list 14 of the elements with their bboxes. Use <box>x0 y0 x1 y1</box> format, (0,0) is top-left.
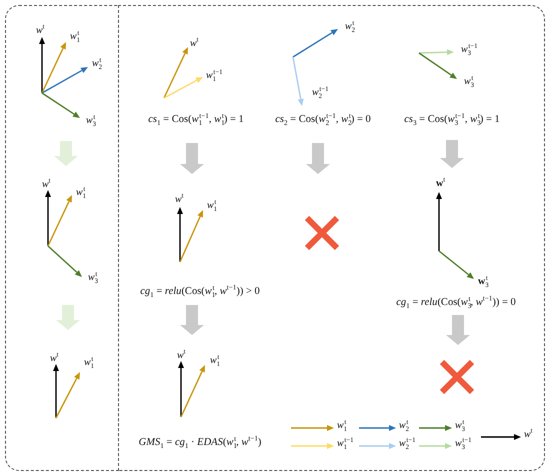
vector-label: w$^{t}$ <box>177 350 186 362</box>
formula: GMS$_{1}$ = cg$_{1}$ · EDAS(w$_{1}$$^{t}$, w$^{t−1}$) <box>138 437 262 450</box>
vector-label: w$^{t}$ <box>190 38 199 50</box>
formula: cs$_{1}$ = Cos(w$_{1}$$^{t−1}$, w$_{1}$$^{t}$) = 1 <box>148 114 244 127</box>
vector-label: w$^{t}$ <box>175 194 184 206</box>
formula: cs$_{3}$ = Cos(w$_{3}$$^{t−1}$, w$_{3}$$^{t}$) = 1 <box>404 114 500 127</box>
formula: cs$_{2}$ = Cos(w$_{2}$$^{t−1}$, w$_{2}$$^{t}$) = 0 <box>275 114 371 127</box>
formula: cg$_{1}$ = relu(Cos(w$_{1}$$^{t}$, w$^{t−1}$)) > 0 <box>140 286 260 299</box>
vector-label: w$^{t}$ <box>36 25 45 37</box>
vector-label: w$^{t}$ <box>50 353 59 365</box>
vector-label: w$^{t}$ <box>436 178 446 190</box>
legend-text: w$^{t}$ <box>524 429 533 441</box>
formula: cg$_{1}$ = relu(Cos(w$_{3}$$^{t}$, w$^{t−1}$)) = 0 <box>396 297 516 310</box>
vector-label: w$^{t}$ <box>42 179 51 191</box>
